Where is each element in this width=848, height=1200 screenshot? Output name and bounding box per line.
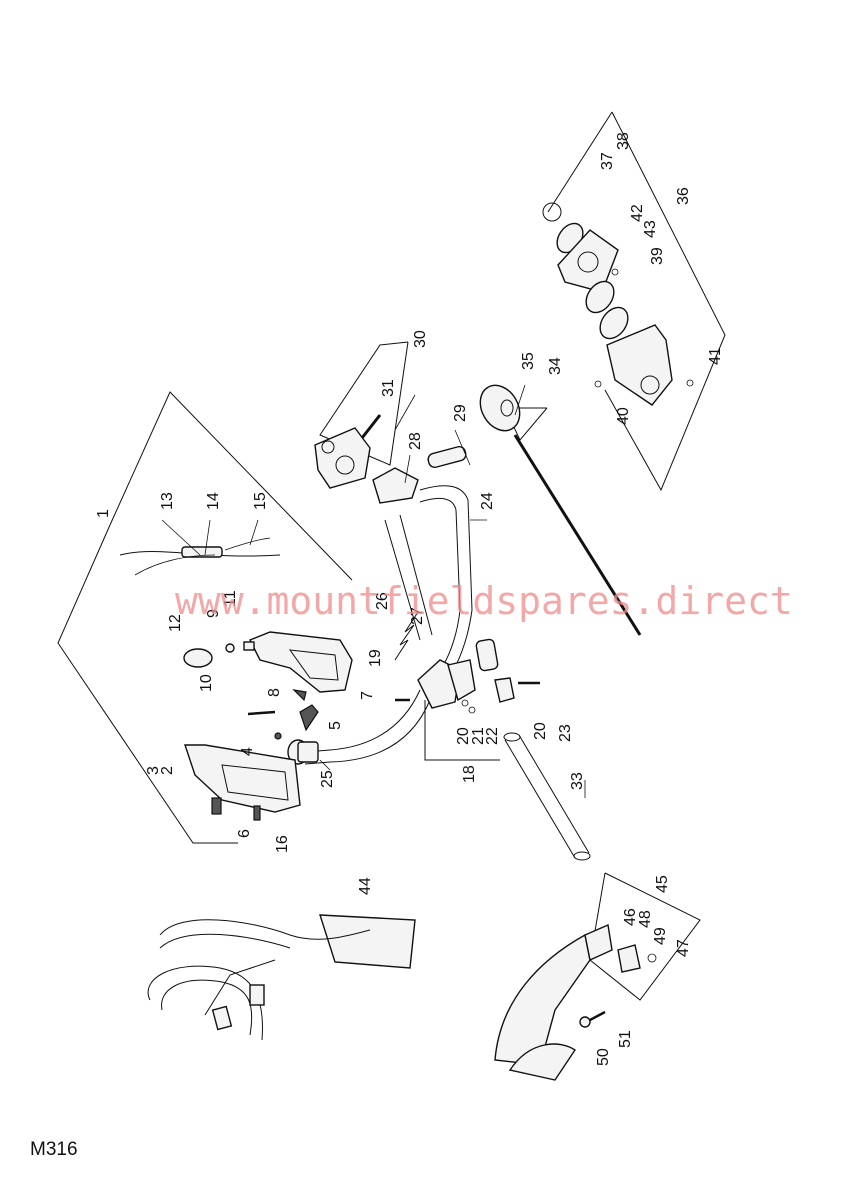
part-label: 23 — [557, 724, 574, 742]
part-label: 30 — [412, 330, 429, 348]
shoulder-harness — [147, 914, 416, 1041]
part-label: 25 — [319, 770, 336, 788]
clamp-screw — [360, 414, 382, 439]
part-label: 12 — [167, 614, 184, 632]
part-label: 20 — [455, 727, 472, 745]
throttle-cable — [119, 537, 281, 576]
part-label: 8 — [266, 688, 283, 697]
handle-clamp — [417, 659, 515, 714]
part-label: 27 — [409, 607, 426, 625]
handle-housing-upper — [249, 631, 353, 693]
part-label: 1 — [95, 509, 112, 518]
group-bracket-clamp — [319, 341, 409, 466]
part-label: 42 — [629, 204, 646, 222]
part-label: 2 — [159, 766, 176, 775]
part-label: 43 — [642, 220, 659, 238]
part-label: 50 — [595, 1048, 612, 1066]
diagram-code: M316 — [30, 1139, 78, 1160]
part-label: 34 — [547, 357, 564, 375]
handle-connector — [287, 739, 319, 765]
part-label: 26 — [374, 592, 391, 610]
handle-sleeve — [427, 445, 467, 469]
part-label: 16 — [274, 835, 291, 853]
part-label: 47 — [675, 939, 692, 957]
part-label: 13 — [159, 492, 176, 510]
lower-shaft-tube — [503, 732, 591, 861]
switch-contact — [225, 643, 235, 653]
part-label: 38 — [615, 132, 632, 150]
group-bracket-handle-assembly — [57, 391, 353, 844]
handle-housing-upper-opening — [288, 649, 339, 681]
part-label: 45 — [654, 875, 671, 893]
part-label: 14 — [205, 492, 222, 510]
part-label: 11 — [222, 590, 239, 607]
part-label: 37 — [599, 152, 616, 170]
throttle-spring — [394, 611, 419, 661]
part-label: 48 — [637, 910, 654, 928]
part-label: 40 — [615, 407, 632, 425]
part-labels: 1 2 3 4 5 6 7 8 9 10 11 12 13 14 15 16 1… — [95, 132, 724, 1066]
part-label: 9 — [205, 609, 222, 618]
part-label: 10 — [198, 674, 215, 692]
handle-cap — [183, 648, 213, 668]
clamp-block — [314, 427, 371, 489]
handle-housing-lower — [184, 744, 301, 813]
part-label: 35 — [520, 352, 537, 370]
part-label: 5 — [327, 721, 344, 730]
part-label: 39 — [649, 247, 666, 265]
drive-shaft — [513, 434, 642, 636]
part-label: 19 — [367, 649, 384, 667]
part-label: 15 — [252, 492, 269, 510]
part-label: 41 — [707, 347, 724, 365]
part-label: 31 — [380, 379, 397, 397]
throttle-rod — [247, 710, 276, 716]
part-label: 44 — [357, 877, 374, 895]
leader-lines — [161, 384, 586, 798]
trigger-spring — [274, 732, 282, 740]
watermark: www.mountfieldspares.direct — [175, 579, 793, 623]
part-label: 24 — [479, 492, 496, 510]
part-label: 18 — [461, 765, 478, 783]
part-label: 21 — [470, 727, 487, 745]
part-label: 4 — [239, 747, 256, 756]
switch-button — [243, 641, 255, 651]
handle-grip-block — [372, 467, 419, 504]
part-label: 49 — [652, 927, 669, 945]
group-bracket-gear-head — [547, 111, 726, 492]
group-bracket-clamp-parts — [424, 700, 500, 761]
handle-housing-lower-opening — [221, 764, 289, 801]
part-label: 33 — [569, 772, 586, 790]
handle-bolt — [211, 797, 222, 815]
part-label: 7 — [359, 691, 376, 700]
handle-screw — [253, 805, 261, 821]
part-label: 22 — [484, 727, 501, 745]
cutting-guard — [494, 923, 657, 1081]
shaft-bearing — [479, 384, 521, 432]
part-label: 28 — [407, 432, 424, 450]
part-label: 3 — [145, 766, 162, 775]
part-label: 29 — [452, 404, 469, 422]
tube-sleeve — [475, 638, 499, 672]
part-label: 51 — [617, 1030, 634, 1048]
throttle-trigger — [299, 704, 319, 732]
gear-head-assembly — [542, 202, 694, 406]
part-label: 6 — [236, 829, 253, 838]
part-label: 46 — [622, 908, 639, 926]
part-label: 20 — [532, 722, 549, 740]
part-label: 36 — [675, 187, 692, 205]
lock-lever — [292, 689, 307, 702]
